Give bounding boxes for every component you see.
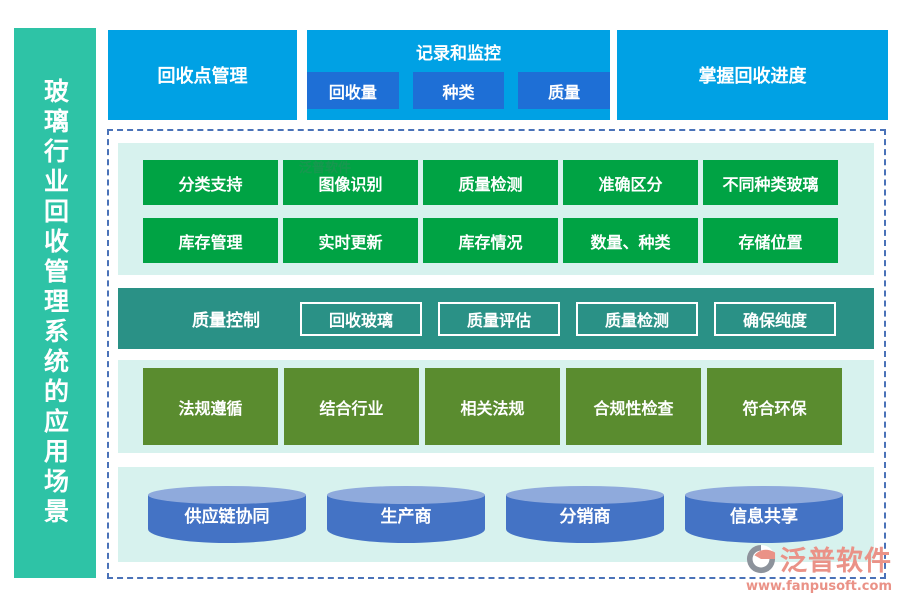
inventory-row: 库存管理 实时更新 库存情况 数量、种类 存储位置 bbox=[118, 205, 874, 263]
cell-compliance-check: 合规性检查 bbox=[566, 368, 701, 445]
logo-row: 泛普软件 bbox=[746, 544, 892, 578]
cell-classification-support: 分类支持 bbox=[143, 160, 278, 205]
top-box-recycle-progress: 掌握回收进度 bbox=[617, 30, 888, 120]
section-supply-chain: 供应链协同 生产商 分销商 信息共享 bbox=[118, 467, 874, 562]
page-title: 玻璃行业回收管理系统的应用场景 bbox=[40, 78, 70, 528]
cell-regulation-compliance: 法规遵循 bbox=[143, 368, 278, 445]
cylinder-top-ellipse bbox=[685, 486, 843, 504]
cell-image-recognition: 图像识别 bbox=[283, 160, 418, 205]
chip-purity-assurance: 确保纯度 bbox=[714, 301, 836, 336]
page-title-banner: 玻璃行业回收管理系统的应用场景 bbox=[14, 28, 96, 578]
cylinder-top-ellipse bbox=[327, 486, 485, 504]
section-quality-control: 质量控制 回收玻璃 质量评估 质量检测 确保纯度 bbox=[118, 288, 874, 349]
cylinder-distributor: 分销商 bbox=[506, 486, 664, 543]
cylinder-supply-chain-collaboration: 供应链协同 bbox=[148, 486, 306, 543]
cylinder-top-ellipse bbox=[506, 486, 664, 504]
cell-industry-integration: 结合行业 bbox=[284, 368, 419, 445]
classification-row: 分类支持 图像识别 质量检测 准确区分 不同种类玻璃 bbox=[118, 143, 874, 205]
cylinder-information-sharing: 信息共享 bbox=[685, 486, 843, 543]
cylinder-label: 信息共享 bbox=[730, 507, 798, 527]
monitor-item-quality: 质量 bbox=[518, 72, 611, 109]
cylinder-top-ellipse bbox=[148, 486, 306, 504]
cylinder-label: 供应链协同 bbox=[184, 507, 270, 527]
chip-recycled-glass: 回收玻璃 bbox=[300, 301, 422, 336]
cell-inventory-management: 库存管理 bbox=[143, 218, 278, 263]
top-box-recycle-point-management: 回收点管理 bbox=[108, 30, 297, 120]
top-box-recycle-point-label: 回收点管理 bbox=[157, 66, 248, 87]
chip-quality-assessment: 质量评估 bbox=[438, 301, 560, 336]
scenario-dashed-container: 分类支持 图像识别 质量检测 准确区分 不同种类玻璃 库存管理 实时更新 库存情… bbox=[107, 129, 886, 579]
fanpu-brand-logo: 泛普软件 www.fanpusoft.com bbox=[746, 544, 892, 594]
record-monitor-title: 记录和监控 bbox=[416, 44, 501, 64]
cell-realtime-update: 实时更新 bbox=[283, 218, 418, 263]
logo-text: 泛普软件 bbox=[780, 545, 892, 577]
cell-environmental-compliance: 符合环保 bbox=[707, 368, 842, 445]
cell-related-regulations: 相关法规 bbox=[425, 368, 560, 445]
cylinder-label: 分销商 bbox=[559, 507, 611, 527]
fanpu-logo-icon bbox=[746, 544, 776, 578]
cell-inventory-status: 库存情况 bbox=[423, 218, 558, 263]
logo-website: www.fanpusoft.com bbox=[745, 579, 892, 594]
quality-control-label: 质量控制 bbox=[192, 311, 260, 331]
chip-quality-inspection: 质量检测 bbox=[576, 301, 698, 336]
cell-quantity-and-type: 数量、种类 bbox=[563, 218, 698, 263]
regulation-row: 法规遵循 结合行业 相关法规 合规性检查 符合环保 bbox=[118, 360, 874, 445]
record-monitor-items: 回收量 种类 质量 bbox=[307, 72, 611, 109]
top-box-record-and-monitor: 记录和监控 回收量 种类 质量 bbox=[307, 30, 611, 120]
cylinder-label: 生产商 bbox=[380, 507, 432, 527]
cell-different-glass-types: 不同种类玻璃 bbox=[703, 160, 838, 205]
monitor-item-type: 种类 bbox=[412, 72, 505, 109]
monitor-item-recycle-amount: 回收量 bbox=[307, 72, 399, 109]
top-box-progress-label: 掌握回收进度 bbox=[698, 66, 807, 87]
cell-storage-location: 存储位置 bbox=[703, 218, 838, 263]
section-classification-inventory: 分类支持 图像识别 质量检测 准确区分 不同种类玻璃 库存管理 实时更新 库存情… bbox=[118, 143, 874, 275]
cell-quality-inspection: 质量检测 bbox=[423, 160, 558, 205]
cylinder-manufacturer: 生产商 bbox=[327, 486, 485, 543]
section-regulation-compliance: 法规遵循 结合行业 相关法规 合规性检查 符合环保 bbox=[118, 360, 874, 453]
cell-accurate-distinction: 准确区分 bbox=[563, 160, 698, 205]
